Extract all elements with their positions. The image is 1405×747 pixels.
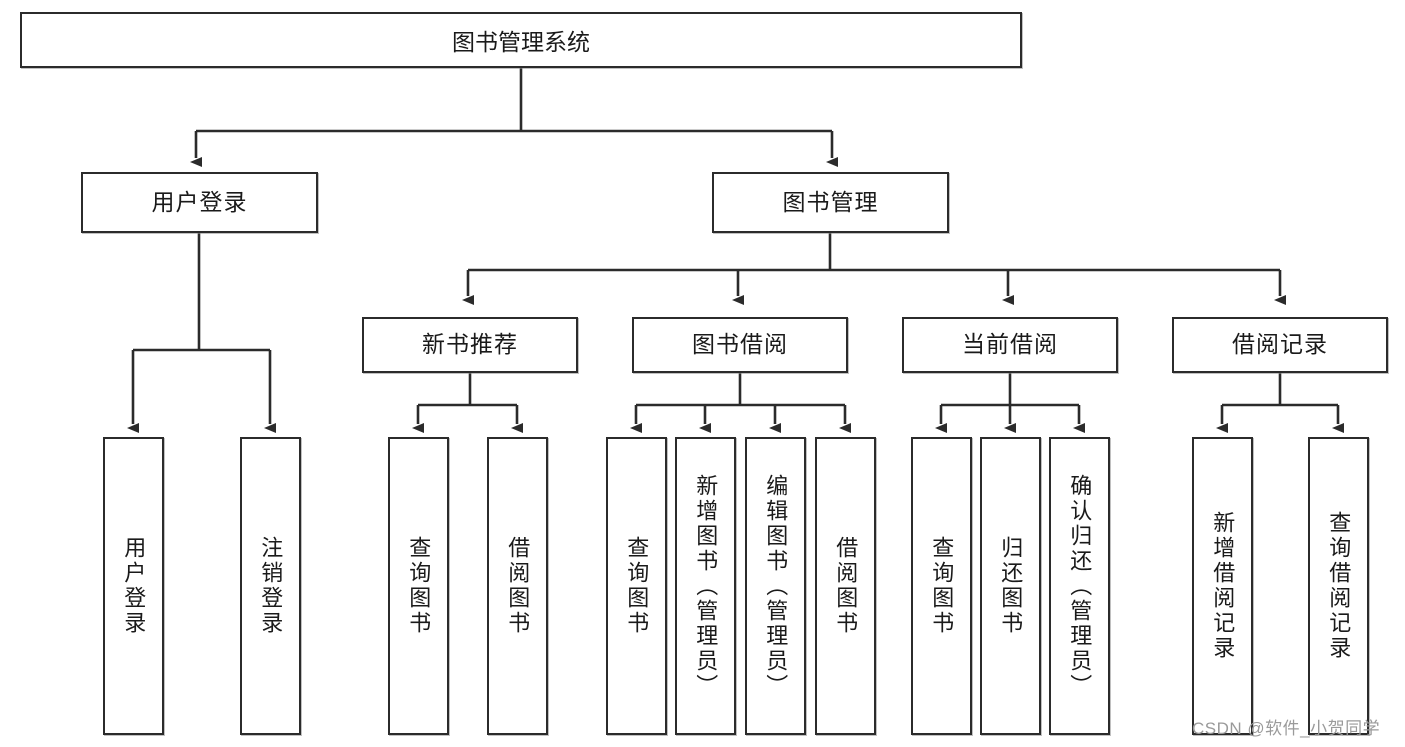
leaf-borrow-book-1-label: 借阅图书 xyxy=(505,536,531,636)
node-borrow-record-label: 借阅记录 xyxy=(1232,331,1328,358)
leaf-confirm-return-label: 确认归还（管理员） xyxy=(1067,473,1093,699)
leaf-borrow-book-2[interactable]: 借阅图书 xyxy=(815,437,876,735)
leaf-query-book-2[interactable]: 查询图书 xyxy=(606,437,667,735)
node-current-borrow-label: 当前借阅 xyxy=(962,331,1058,358)
leaf-query-book-1-label: 查询图书 xyxy=(406,536,432,636)
leaf-user-login-label: 用户登录 xyxy=(121,536,147,636)
leaf-user-login[interactable]: 用户登录 xyxy=(103,437,164,735)
node-user-login[interactable]: 用户登录 xyxy=(81,172,318,233)
node-borrow-record[interactable]: 借阅记录 xyxy=(1172,317,1388,373)
leaf-return-book[interactable]: 归还图书 xyxy=(980,437,1041,735)
leaf-return-book-label: 归还图书 xyxy=(998,536,1024,636)
leaf-logout-login-label: 注销登录 xyxy=(258,536,284,636)
leaf-add-book[interactable]: 新增图书（管理员） xyxy=(675,437,736,735)
node-new-book-recommend-label: 新书推荐 xyxy=(422,331,518,358)
node-root-label: 图书管理系统 xyxy=(452,29,590,55)
leaf-add-record[interactable]: 新增借阅记录 xyxy=(1192,437,1253,735)
csdn-watermark: CSDN @软件_小贺同学 xyxy=(1192,719,1381,738)
leaf-query-book-2-label: 查询图书 xyxy=(624,536,650,636)
leaf-query-book-3[interactable]: 查询图书 xyxy=(911,437,972,735)
leaf-query-book-1[interactable]: 查询图书 xyxy=(388,437,449,735)
node-book-management-label: 图书管理 xyxy=(782,188,879,215)
leaf-confirm-return[interactable]: 确认归还（管理员） xyxy=(1049,437,1110,735)
node-user-login-label: 用户登录 xyxy=(151,188,248,215)
leaf-borrow-book-1[interactable]: 借阅图书 xyxy=(487,437,548,735)
leaf-query-book-3-label: 查询图书 xyxy=(929,536,955,636)
node-book-borrow[interactable]: 图书借阅 xyxy=(632,317,848,373)
leaf-borrow-book-2-label: 借阅图书 xyxy=(833,536,859,636)
node-root[interactable]: 图书管理系统 xyxy=(20,12,1022,68)
leaf-edit-book-label: 编辑图书（管理员） xyxy=(763,473,789,699)
node-book-management[interactable]: 图书管理 xyxy=(712,172,949,233)
leaf-query-record-label: 查询借阅记录 xyxy=(1326,511,1352,661)
leaf-logout-login[interactable]: 注销登录 xyxy=(240,437,301,735)
node-current-borrow[interactable]: 当前借阅 xyxy=(902,317,1118,373)
leaf-add-book-label: 新增图书（管理员） xyxy=(693,473,719,699)
leaf-query-record[interactable]: 查询借阅记录 xyxy=(1308,437,1369,735)
node-new-book-recommend[interactable]: 新书推荐 xyxy=(362,317,578,373)
leaf-add-record-label: 新增借阅记录 xyxy=(1210,511,1236,661)
node-book-borrow-label: 图书借阅 xyxy=(692,331,788,358)
leaf-edit-book[interactable]: 编辑图书（管理员） xyxy=(745,437,806,735)
